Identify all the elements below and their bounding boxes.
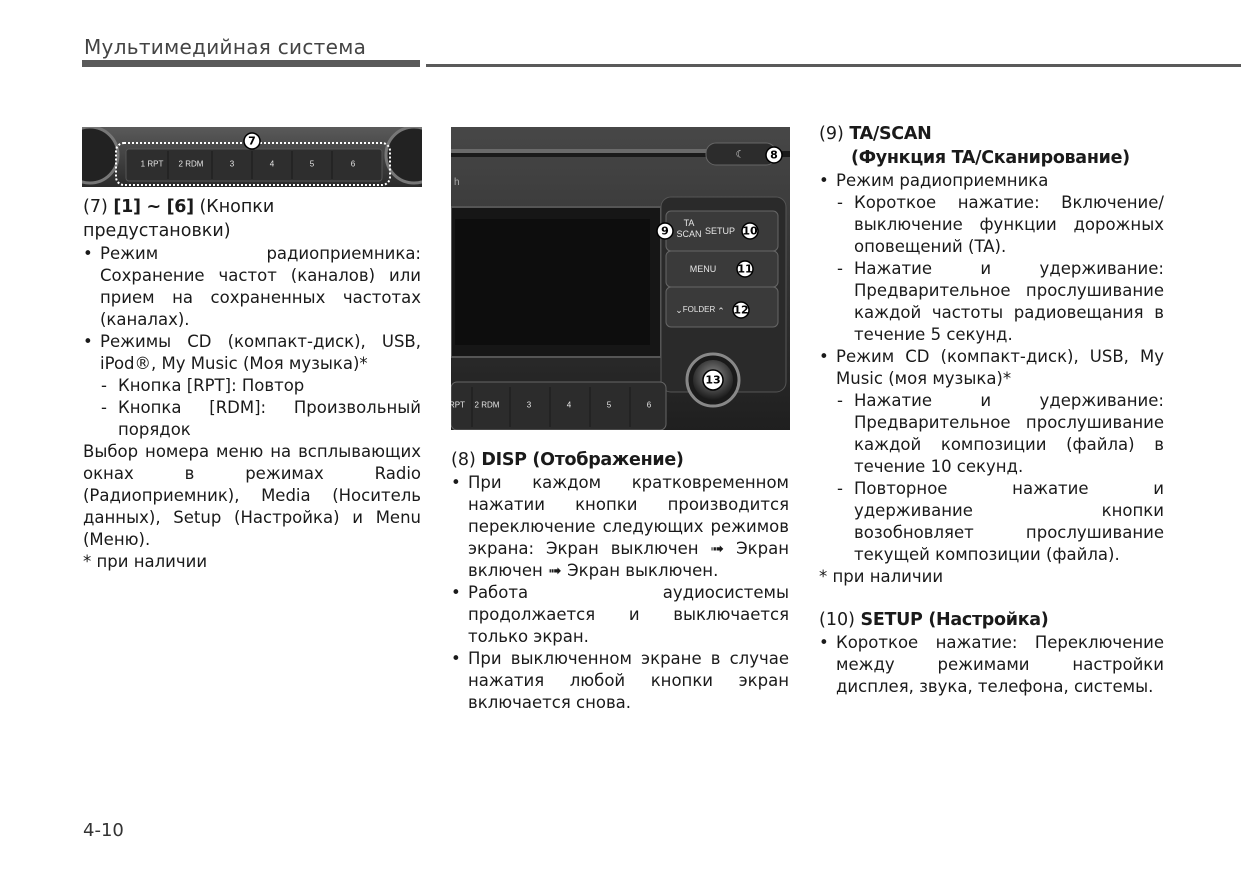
preset-buttons-image: 1 RPT 2 RDM 3 4 5 6 7 <box>82 127 422 187</box>
bullet-setup-press: Короткое нажатие: Переключение между реж… <box>819 632 1164 698</box>
preset-button-3: 3 <box>230 160 235 169</box>
unit-button-4: 4 <box>567 401 572 410</box>
header-rule-thin <box>426 64 1241 67</box>
heading-number: (8) <box>451 450 476 470</box>
callout-12: 12 <box>733 304 748 317</box>
heading-tascan: (9) TA/SCAN (Функция TA/Сканирование) <box>819 122 1164 170</box>
heading-disp: (8) DISP (Отображение) <box>451 448 789 472</box>
heading-subtitle: (Функция TA/Сканирование) <box>851 148 1130 168</box>
header-rule-thick <box>82 60 420 67</box>
unit-button-3: 3 <box>527 401 532 410</box>
column-disp: (8) DISP (Отображение) При каждом кратко… <box>451 448 789 714</box>
preset-button-2: 2 RDM <box>179 160 204 169</box>
setup-label: SETUP <box>705 226 735 236</box>
section-title: Мультимедийная система <box>84 35 367 59</box>
menu-label: MENU <box>690 264 717 274</box>
bullet-radio-mode: Режим радиоприемника: Сохранение частот … <box>83 243 421 331</box>
dash-short-press: Короткое нажатие: Включение/выключение ф… <box>819 192 1164 258</box>
callout-11: 11 <box>737 263 752 276</box>
head-unit-image: ☾ h TA SCAN SETUP MENU ⌄ FOLDER ⌃ RPT 2 … <box>451 127 790 430</box>
callout-10: 10 <box>742 225 758 238</box>
svg-text:⌄: ⌄ <box>675 306 683 316</box>
ta-label: TA <box>684 218 695 228</box>
heading-keys: DISP (Отображение) <box>481 450 684 470</box>
heading-presets: (7) [1] ~ [6] (Кнопки предустановки) <box>83 195 421 243</box>
dash-rpt: Кнопка [RPT]: Повтор <box>83 375 421 397</box>
unit-button-5: 5 <box>607 401 612 410</box>
bullet-disp-wake: При выключенном экране в случае нажатия … <box>451 648 789 714</box>
preset-button-4: 4 <box>270 160 275 169</box>
dash-rdm: Кнопка [RDM]: Произвольный порядок <box>83 397 421 441</box>
heading-keys: [1] ~ [6] <box>113 197 194 217</box>
bullet-radio-mode: Режим радиоприемника <box>819 170 1164 192</box>
heading-setup: (10) SETUP (Настройка) <box>819 608 1164 632</box>
heading-text: (Кнопки предустановки) <box>83 197 275 241</box>
dash-hold-radio: Нажатие и удерживание: Предварительное п… <box>819 258 1164 346</box>
callout-13: 13 <box>705 374 720 387</box>
scan-label: SCAN <box>676 229 701 239</box>
label-h: h <box>454 177 460 188</box>
paragraph-menu-select: Выбор номера меню на всплывающих окнах в… <box>83 442 421 549</box>
unit-button-1: RPT <box>451 401 465 410</box>
page-number: 4-10 <box>83 820 124 841</box>
heading-number: (9) <box>819 124 844 144</box>
heading-keys: SETUP (Настройка) <box>860 610 1049 630</box>
callout-9: 9 <box>661 225 669 238</box>
bullet-media-modes: Режимы CD (компакт-диск), USB, iPod®, My… <box>83 331 421 375</box>
bullet-disp-press: При каждом кратковременном нажатии кнопк… <box>451 472 789 582</box>
column-presets: (7) [1] ~ [6] (Кнопки предустановки) Реж… <box>83 195 421 573</box>
footnote: * при наличии <box>83 552 208 571</box>
heading-number: (10) <box>819 610 855 630</box>
bullet-media-mode: Режим CD (компакт-диск), USB, My Music (… <box>819 346 1164 390</box>
svg-text:☾: ☾ <box>736 150 745 161</box>
dash-hold-media: Нажатие и удерживание: Предварительное п… <box>819 390 1164 478</box>
bullet-disp-audio: Работа аудиосистемы продолжается и выклю… <box>451 582 789 648</box>
unit-button-2: 2 RDM <box>475 401 500 410</box>
unit-button-6: 6 <box>647 401 652 410</box>
heading-keys: TA/SCAN <box>849 124 932 144</box>
callout-7: 7 <box>248 135 256 148</box>
preset-button-1: 1 RPT <box>141 160 164 169</box>
heading-number: (7) <box>83 197 108 217</box>
folder-label: FOLDER <box>683 305 716 314</box>
callout-marker <box>243 132 261 150</box>
preset-button-5: 5 <box>310 160 315 169</box>
dash-hold-resume: Повторное нажатие и удерживание кнопки в… <box>819 478 1164 566</box>
column-tascan-setup: (9) TA/SCAN (Функция TA/Сканирование) Ре… <box>819 122 1164 698</box>
footnote: * при наличии <box>819 567 944 586</box>
callout-8: 8 <box>770 149 778 162</box>
preset-button-6: 6 <box>351 160 356 169</box>
svg-text:⌃: ⌃ <box>717 307 725 317</box>
